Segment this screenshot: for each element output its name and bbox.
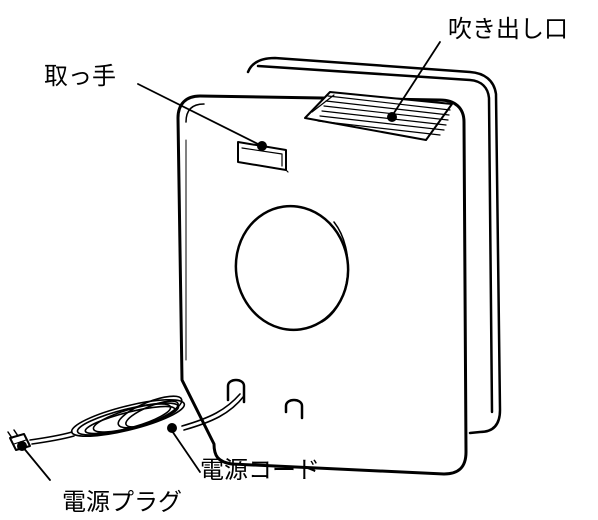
power-cord (29, 393, 245, 445)
label-outlet: 吹き出し口 (448, 15, 568, 43)
leader-dots (17, 112, 397, 451)
label-handle: 取っ手 (44, 62, 116, 90)
outlet-grille (304, 91, 453, 141)
cord-notches (226, 378, 304, 420)
handle-recess (237, 141, 289, 173)
circular-intake (234, 204, 350, 332)
leader-lines (21, 41, 441, 481)
label-power-cord: 電源コード (200, 456, 320, 484)
label-power-plug: 電源プラグ (62, 488, 182, 516)
housing-back (246, 56, 502, 435)
